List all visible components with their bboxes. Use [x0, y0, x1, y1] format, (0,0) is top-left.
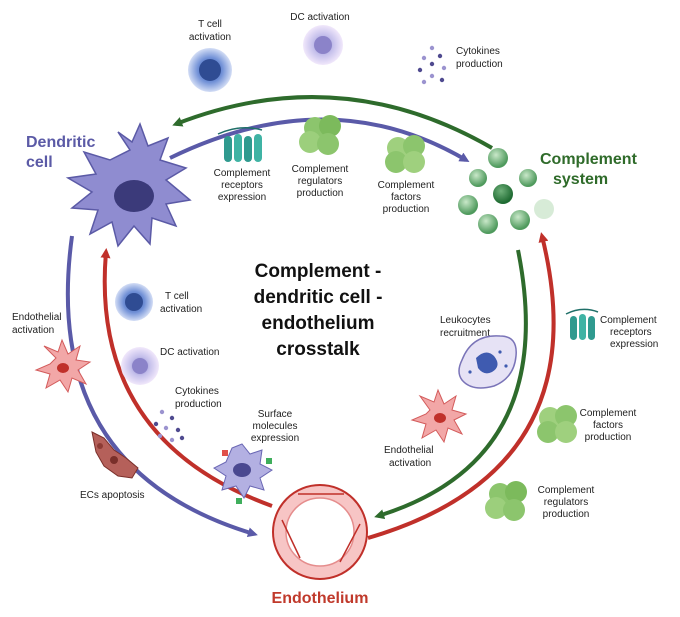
top-receptors-line-1: Complement: [214, 168, 271, 179]
top-complement-regulators: Complement regulators production: [292, 115, 349, 199]
top-cytokines-line-2: production: [456, 59, 503, 70]
arrow-complement-to-endothelium: [374, 249, 528, 520]
left-surface-line-3: expression: [251, 433, 299, 444]
complement-label-line-1: Complement: [540, 151, 638, 168]
title-line-1: Complement -: [255, 261, 382, 282]
left-surface-line-2: molecules: [252, 421, 297, 432]
dendritic-label-line-2: cell: [26, 154, 53, 171]
title-line-4: crosstalk: [276, 339, 360, 360]
left-surface-line-1: Surface: [258, 409, 293, 420]
arrow-endothelium-to-complement: [367, 232, 556, 540]
right-complement-receptors: Complement receptors expression: [565, 308, 658, 350]
left-dc-activation: DC activation: [121, 347, 219, 385]
activated-endothelial-cell-icon: [34, 338, 92, 394]
top-t-cell-line-1: T cell: [198, 19, 222, 30]
cytokines-icon: [417, 45, 447, 85]
top-regulators-line-2: regulators: [298, 176, 342, 187]
dendritic-label-line-1: Dendritic: [26, 134, 95, 151]
left-cytokines-production: Cytokines production: [153, 386, 222, 443]
factor-protein-icon: [537, 405, 577, 443]
top-t-cell-line-2: activation: [189, 32, 231, 43]
right-receptors-line-1: Complement: [600, 315, 657, 326]
right-factors-line-3: production: [585, 432, 632, 443]
central-title: Complement - dendritic cell - endotheliu…: [254, 261, 383, 360]
top-complement-receptors: Complement receptors expression: [214, 127, 271, 203]
endothelium-node: Endothelium: [272, 484, 369, 607]
left-endothelial-line-2: activation: [12, 325, 54, 336]
top-receptors-line-2: receptors: [221, 180, 263, 191]
title-line-3: endothelium: [262, 313, 375, 334]
left-t-cell-line-1: T cell: [165, 291, 189, 302]
top-receptors-line-3: expression: [218, 192, 266, 203]
activated-endothelial-cell-icon: [410, 388, 468, 444]
complement-system-node: Complement system: [458, 148, 638, 234]
top-cytokines-production: Cytokines production: [417, 45, 503, 85]
regulator-protein-icon: [485, 481, 527, 521]
left-cytokines-line-1: Cytokines: [175, 386, 219, 397]
left-endothelial-activation: Endothelial activation: [12, 312, 92, 394]
top-complement-factors: Complement factors production: [378, 135, 435, 215]
top-dc-activation-label: DC activation: [290, 12, 349, 23]
left-apoptosis-label: ECs apoptosis: [80, 490, 144, 501]
right-complement-regulators: Complement regulators production: [485, 481, 595, 521]
top-factors-line-1: Complement: [378, 180, 435, 191]
dendritic-cell-icon: [65, 121, 192, 248]
left-t-cell-line-2: activation: [160, 304, 202, 315]
top-regulators-line-3: production: [297, 188, 344, 199]
top-cytokines-line-1: Cytokines: [456, 46, 500, 57]
left-t-cell-activation: T cell activation: [115, 283, 202, 321]
right-factors-line-2: factors: [593, 420, 623, 431]
dendritic-cell-node: Dendritic cell: [26, 121, 192, 248]
complement-proteins-icon: [458, 148, 554, 234]
factor-protein-icon: [385, 135, 425, 173]
left-endothelial-line-1: Endothelial: [12, 312, 61, 323]
left-cytokines-line-2: production: [175, 399, 222, 410]
dendritic-cell-surface-icon: [213, 443, 273, 504]
apoptotic-cell-icon: [91, 431, 139, 479]
right-leukocytes-line-1: Leukocytes: [440, 315, 491, 326]
title-line-2: dendritic cell -: [254, 287, 383, 308]
receptor-protein-icon: [217, 127, 263, 162]
right-leukocytes-line-2: recruitment: [440, 328, 490, 339]
arrow-complement-to-dendritic: [172, 95, 494, 150]
right-receptors-line-2: receptors: [610, 327, 652, 338]
top-factors-line-3: production: [383, 204, 430, 215]
top-t-cell-activation: T cell activation: [188, 19, 232, 92]
complement-label-line-2: system: [553, 171, 608, 188]
right-factors-line-1: Complement: [580, 408, 637, 419]
endothelium-label: Endothelium: [272, 590, 369, 607]
right-regulators-line-1: Complement: [538, 485, 595, 496]
right-regulators-line-2: regulators: [544, 497, 588, 508]
arrow-dendritic-to-endothelium: [65, 235, 258, 538]
right-regulators-line-3: production: [543, 509, 590, 520]
right-endothelial-line-1: Endothelial: [384, 445, 433, 456]
left-ecs-apoptosis: ECs apoptosis: [80, 431, 144, 501]
receptor-protein-icon: [565, 308, 599, 340]
cytokines-icon: [153, 409, 185, 443]
endothelium-vessel-icon: [272, 484, 368, 580]
left-surface-molecules: Surface molecules expression: [213, 409, 299, 504]
regulator-protein-icon: [299, 115, 341, 155]
top-dc-activation: DC activation: [290, 12, 350, 65]
top-regulators-line-1: Complement: [292, 164, 349, 175]
right-endothelial-activation: Endothelial activation: [384, 388, 468, 469]
right-leukocytes-recruitment: Leukocytes recruitment: [440, 315, 517, 389]
right-receptors-line-3: expression: [610, 339, 658, 350]
left-dc-activation-label: DC activation: [160, 347, 219, 358]
leukocyte-icon: [458, 335, 517, 389]
top-factors-line-2: factors: [391, 192, 421, 203]
right-endothelial-line-2: activation: [389, 458, 431, 469]
right-complement-factors: Complement factors production: [537, 405, 637, 443]
